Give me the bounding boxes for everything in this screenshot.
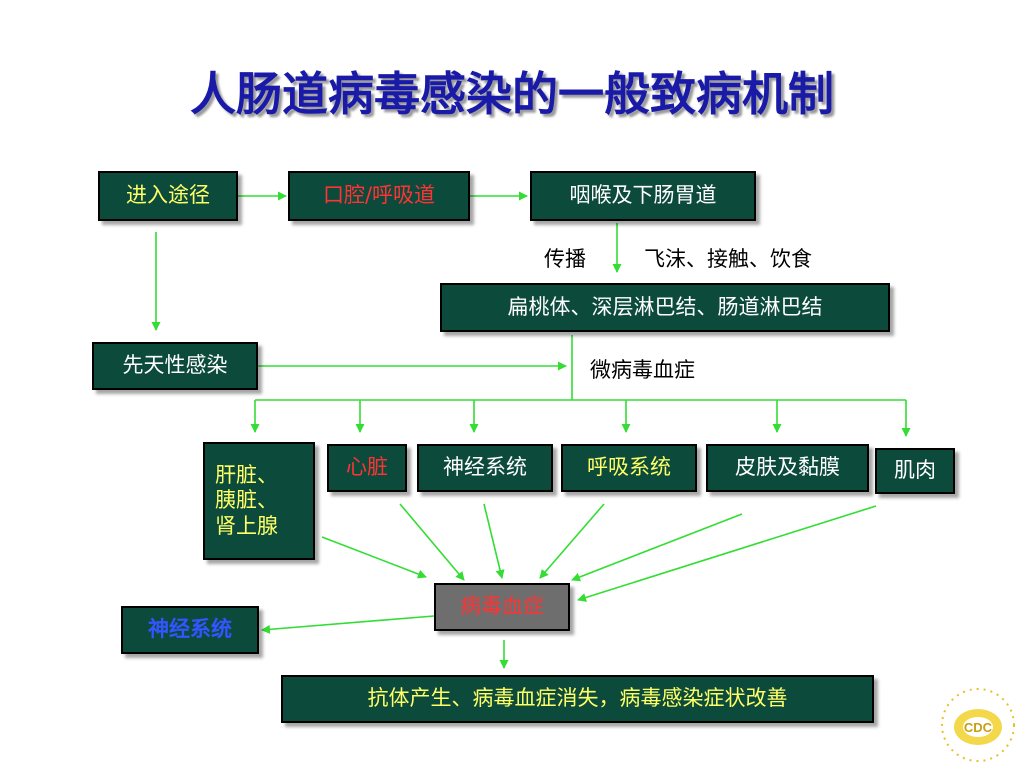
arrow-liver-viremia bbox=[321, 536, 427, 579]
box-respiratory-system: 呼吸系统 bbox=[561, 444, 697, 492]
box-congenital-infection: 先天性感染 bbox=[92, 342, 258, 390]
box-skin-mucosa: 皮肤及黏膜 bbox=[706, 444, 869, 492]
label-spread: 传播 bbox=[544, 247, 586, 271]
arrow-muscle-viremia bbox=[577, 505, 877, 602]
box-lymph-nodes: 扁桃体、深层淋巴结、肠道淋巴结 bbox=[440, 283, 890, 332]
box-nervous-system-2: 神经系统 bbox=[121, 606, 259, 654]
box-entry-route: 进入途径 bbox=[98, 171, 238, 221]
logo-text: CDC bbox=[964, 720, 993, 735]
cdc-logo-icon: CDC bbox=[941, 688, 1015, 762]
arrow-heart-viremia bbox=[399, 503, 465, 581]
arrow-respiratory-viremia bbox=[539, 503, 605, 579]
liver-text-3: 肾上腺 bbox=[215, 513, 278, 538]
box-pharynx-gi: 咽喉及下肠胃道 bbox=[530, 171, 756, 221]
box-viremia: 病毒血症 bbox=[434, 583, 570, 631]
arrow-skin-viremia bbox=[571, 513, 743, 582]
box-heart: 心脏 bbox=[327, 444, 407, 492]
arrow-nervous-viremia bbox=[483, 503, 505, 579]
arrow-viremia-nervous2 bbox=[261, 615, 435, 634]
label-transmission-routes: 飞沫、接触、饮食 bbox=[644, 247, 812, 271]
box-muscle: 肌肉 bbox=[875, 448, 955, 494]
box-outcome: 抗体产生、病毒血症消失，病毒感染症状改善 bbox=[281, 675, 874, 723]
box-nervous-system: 神经系统 bbox=[417, 444, 553, 492]
liver-text-2: 胰脏、 bbox=[215, 488, 278, 513]
box-oral-respiratory: 口腔/呼吸道 bbox=[288, 171, 470, 221]
label-micro-viremia: 微病毒血症 bbox=[590, 358, 695, 382]
liver-text-1: 肝脏、 bbox=[215, 463, 278, 488]
page-title: 人肠道病毒感染的一般致病机制 bbox=[190, 67, 834, 121]
box-liver-pancreas-adrenal: 肝脏、 胰脏、 肾上腺 bbox=[203, 442, 315, 560]
